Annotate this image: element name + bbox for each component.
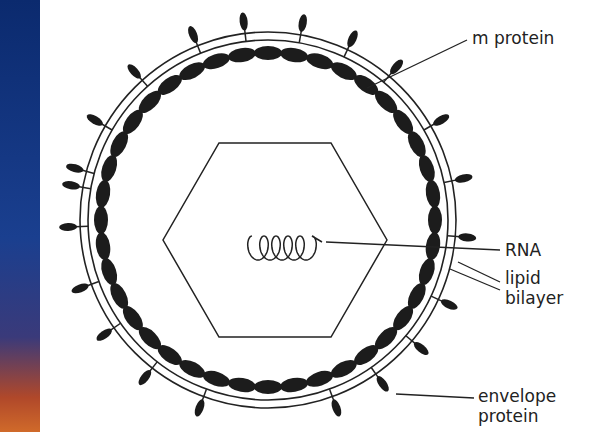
spike-head bbox=[65, 162, 84, 174]
spike-head bbox=[95, 326, 114, 343]
m-protein bbox=[254, 380, 282, 394]
leader-line bbox=[458, 262, 500, 282]
spike-head bbox=[374, 374, 391, 393]
slide-background bbox=[0, 0, 40, 432]
m-protein bbox=[227, 46, 257, 64]
m-protein bbox=[304, 368, 335, 390]
lipid-bilayer-outer bbox=[80, 32, 456, 408]
leader-lines bbox=[326, 40, 500, 398]
capsid-hexagon bbox=[163, 143, 387, 337]
m-protein bbox=[177, 59, 208, 84]
part-label: RNA bbox=[505, 240, 541, 260]
m-protein bbox=[416, 256, 438, 287]
spike-head bbox=[454, 173, 473, 185]
m-protein bbox=[98, 256, 120, 287]
m-protein bbox=[254, 46, 282, 60]
leader-line bbox=[326, 242, 500, 250]
m-protein bbox=[98, 153, 120, 184]
m-protein bbox=[94, 179, 112, 209]
spike-head bbox=[136, 368, 153, 387]
m-protein bbox=[404, 129, 429, 160]
part-label: envelope protein bbox=[478, 386, 578, 426]
spike-head bbox=[85, 112, 105, 128]
leader-line bbox=[367, 40, 467, 88]
part-label: lipid bilayer bbox=[505, 268, 581, 308]
spike-head bbox=[458, 233, 477, 243]
spike-head bbox=[345, 29, 360, 49]
leader-line bbox=[396, 394, 474, 398]
part-label: m protein bbox=[472, 28, 554, 48]
spike-head bbox=[412, 340, 431, 358]
spike-head bbox=[431, 112, 451, 128]
spike-head bbox=[61, 180, 80, 191]
m-protein bbox=[201, 368, 232, 390]
spike-head bbox=[330, 398, 344, 418]
spike-head bbox=[59, 223, 77, 232]
m-protein bbox=[279, 376, 309, 394]
m-protein bbox=[328, 356, 359, 381]
rna-coil bbox=[248, 236, 322, 260]
m-protein bbox=[94, 231, 112, 261]
envelope-spikes bbox=[59, 12, 477, 418]
m-protein bbox=[428, 206, 442, 234]
m-protein bbox=[201, 50, 232, 72]
m-protein-ring bbox=[94, 46, 442, 394]
spike-head bbox=[193, 398, 207, 418]
m-protein bbox=[227, 376, 257, 394]
m-protein bbox=[94, 206, 108, 234]
m-protein bbox=[279, 46, 309, 64]
leader-line bbox=[450, 269, 500, 290]
m-protein bbox=[424, 179, 442, 209]
spike-head bbox=[186, 25, 200, 45]
spike-head bbox=[297, 13, 308, 32]
m-protein bbox=[107, 280, 132, 311]
m-protein bbox=[416, 153, 438, 184]
m-protein bbox=[304, 50, 335, 72]
spike-head bbox=[125, 62, 143, 81]
spike-head bbox=[70, 282, 90, 296]
lipid-bilayer-inner bbox=[88, 40, 448, 400]
spike-head bbox=[439, 297, 459, 312]
spike-head bbox=[239, 12, 249, 31]
